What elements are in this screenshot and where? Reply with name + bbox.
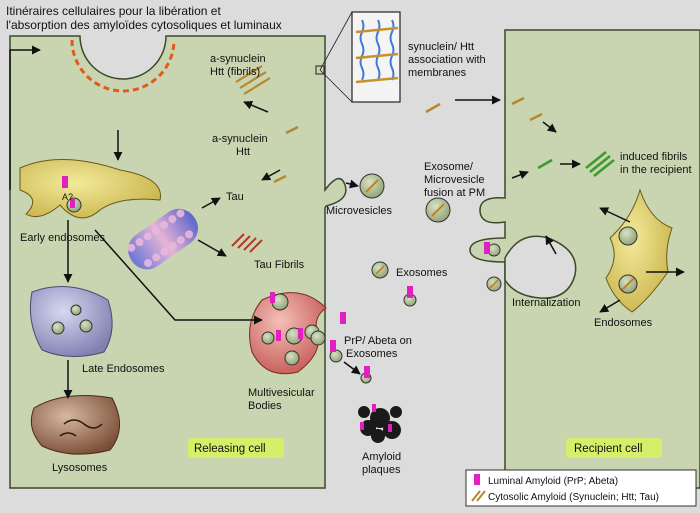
label-late-endosomes: Late Endosomes bbox=[82, 363, 165, 375]
label-early-endosomes: Early endosomes bbox=[20, 232, 105, 244]
tau-monomer bbox=[273, 174, 287, 184]
label-asyn-fibrils-1: a-synuclein bbox=[210, 53, 266, 65]
label-a-question: A? bbox=[62, 192, 73, 202]
late-endosome bbox=[29, 286, 113, 358]
label-induced-1: induced fibrils bbox=[620, 151, 688, 163]
label-releasing-cell: Releasing cell bbox=[194, 443, 266, 455]
label-lysosomes: Lysosomes bbox=[52, 462, 108, 474]
extracellular-fibril bbox=[425, 102, 441, 114]
label-amyloid-1: Amyloid bbox=[362, 451, 401, 463]
label-induced-2: in the recipient bbox=[620, 164, 692, 176]
releasing-cell bbox=[9, 35, 347, 489]
label-recipient-cell: Recipient cell bbox=[574, 443, 642, 455]
lysosome bbox=[30, 395, 120, 455]
asyn-fibril-large bbox=[235, 65, 271, 95]
luminal-amyloid-b bbox=[70, 199, 75, 208]
label-fusion-3: fusion at PM bbox=[424, 187, 485, 199]
releasing-cell-badge bbox=[188, 438, 284, 458]
legend-luminal-label: Luminal Amyloid (PrP; Abeta) bbox=[488, 476, 618, 487]
luminal-amyloid-a bbox=[62, 176, 68, 188]
microvesicle bbox=[310, 330, 326, 346]
recipient-cell-badge bbox=[566, 438, 662, 458]
asyn-fibril-small bbox=[285, 125, 299, 135]
label-tau-fibrils: Tau Fibrils bbox=[254, 259, 305, 271]
tau-fibrils-shape bbox=[231, 233, 263, 253]
label-fusion-2: Microvesicle bbox=[424, 174, 485, 186]
label-tau: Tau bbox=[226, 191, 244, 203]
label-asyn-fibrils-2: Htt (fibrils) bbox=[210, 66, 260, 78]
label-syn-assoc-2: association with bbox=[408, 54, 486, 66]
amyloid-plaque bbox=[358, 406, 402, 443]
legend-luminal-swatch bbox=[474, 474, 480, 485]
title-line2: l'absorption des amyloïdes cytosoliques … bbox=[6, 18, 282, 32]
label-syn-assoc-1: synuclein/ Htt bbox=[408, 41, 474, 53]
label-prp-2: Exosomes bbox=[346, 348, 398, 360]
legend-cytosolic-label: Cytosolic Amyloid (Synuclein; Htt; Tau) bbox=[488, 492, 659, 503]
label-endosomes: Endosomes bbox=[594, 317, 653, 329]
label-exosomes: Exosomes bbox=[396, 267, 448, 279]
recipient-fibril-a bbox=[511, 96, 525, 106]
label-mvb-1: Multivesicular bbox=[248, 387, 315, 399]
tau-filament bbox=[127, 208, 198, 270]
label-syn-assoc-3: membranes bbox=[408, 67, 467, 79]
title-line1: Itinéraires cellulaires pour la libérati… bbox=[6, 4, 221, 18]
label-internalization: Internalization bbox=[512, 297, 581, 309]
label-fusion-1: Exosome/ bbox=[424, 161, 474, 173]
recipient-fibril-b bbox=[529, 112, 543, 122]
label-mvb-2: Bodies bbox=[248, 400, 282, 412]
early-endosome bbox=[19, 158, 161, 219]
legend-cytosolic-swatch bbox=[471, 490, 486, 502]
legend-box bbox=[465, 469, 697, 507]
label-microvesicles: Microvesicles bbox=[326, 205, 393, 217]
label-prp-1: PrP/ Abeta on bbox=[344, 335, 412, 347]
membrane-amyloid-arc bbox=[70, 39, 176, 93]
label-asyn-1: a-synuclein bbox=[212, 133, 268, 145]
label-amyloid-2: plaques bbox=[362, 464, 401, 476]
recipient-cell bbox=[469, 29, 700, 489]
label-asyn-2: Htt bbox=[236, 146, 250, 158]
induced-fibrils bbox=[537, 151, 615, 177]
internalization-pit bbox=[504, 235, 577, 299]
